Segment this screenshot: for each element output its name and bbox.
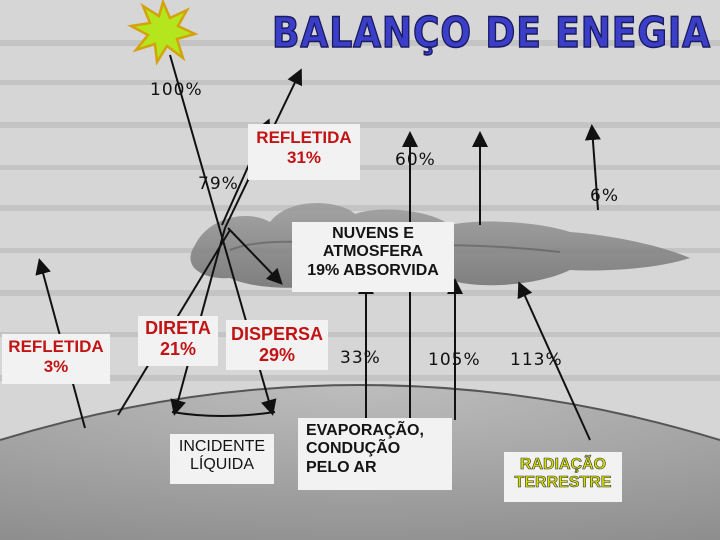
value-60: 60% [395, 150, 436, 170]
page-title: BALANÇO DE ENEGIA [271, 7, 711, 58]
diffuse-label: DISPERSA 29% [230, 324, 324, 365]
value-33: 33% [340, 348, 381, 368]
value-105: 105% [428, 350, 481, 370]
incident-brace [171, 411, 276, 417]
direct-label: DIRETA 21% [145, 318, 211, 359]
sun-icon [127, 0, 199, 66]
earth-horizon [0, 384, 720, 441]
evap-label: EVAPORAÇÃO, CONDUÇÃO PELO AR [306, 422, 424, 476]
diffuse-box [226, 320, 328, 370]
p113-arrow [517, 281, 591, 441]
cloud-absorb-arrow [227, 227, 283, 285]
value-100: 100% [150, 80, 203, 100]
reflected-left-box [2, 334, 110, 384]
incident-label: INCIDENTE LÍQUIDA [178, 438, 266, 474]
incident-box [170, 434, 274, 484]
evap-box [298, 418, 452, 490]
clouds-label: NUVENS E ATMOSFERA 19% ABSORVIDA [307, 225, 439, 279]
reflected-top-box [248, 124, 360, 180]
reflected-left-label: REFLETIDA 3% [8, 337, 104, 376]
value-6: 6% [590, 186, 619, 206]
terrestrial-box [504, 452, 622, 502]
terrestrial-label: RADIAÇÃO TERRESTRE [514, 456, 612, 492]
p6-arrow [584, 124, 601, 211]
value-79: 79% [198, 174, 239, 194]
reflected-top-label: REFLETIDA 31% [256, 128, 352, 167]
direct-box [138, 316, 218, 366]
clouds-box [292, 222, 454, 292]
flux-arrows [35, 54, 601, 441]
value-113: 113% [510, 350, 563, 370]
